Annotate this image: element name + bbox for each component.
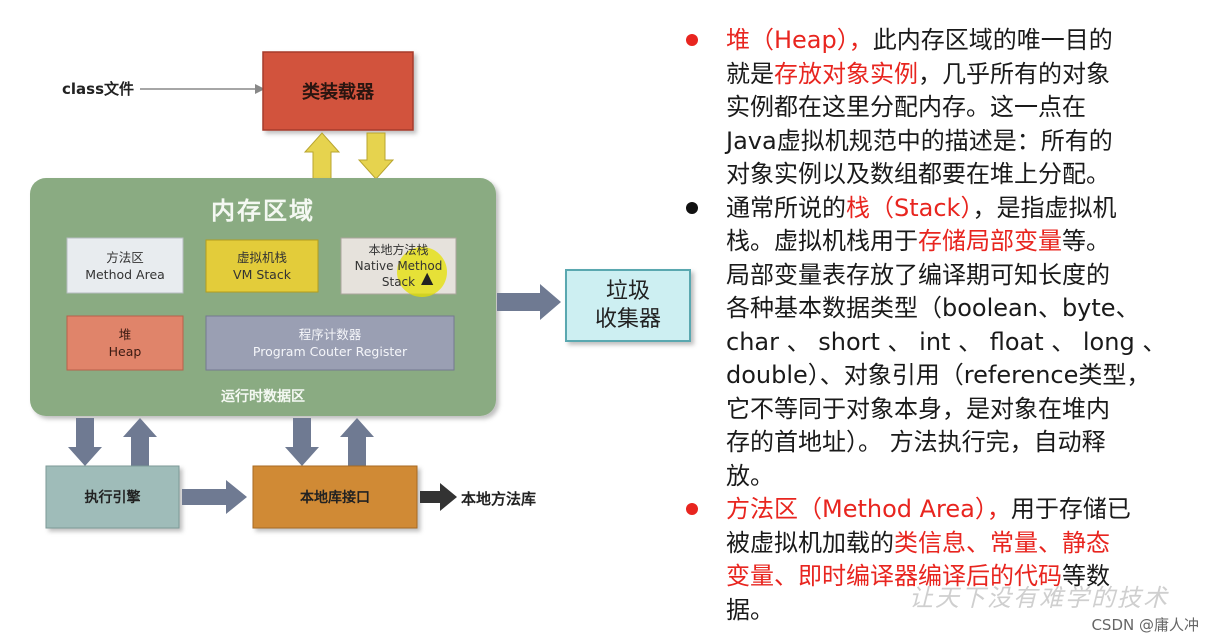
line: 被虚拟机加载的类信息、常量、静态 (726, 527, 1184, 561)
cursor-highlight (397, 247, 447, 297)
text-span: ，是指虚拟机 (972, 193, 1117, 222)
line: 通常所说的栈（Stack），是指虚拟机 (726, 192, 1184, 226)
line: 变量、即时编译器编译后的代码等数 (726, 560, 1184, 594)
bullet-heap: 堆（Heap），此内存区域的唯一目的 就是存放对象实例，几乎所有的对象 实例都在… (684, 24, 1184, 192)
runtime-data-label: 运行时数据区 (221, 389, 305, 405)
native-stack-label: 本地方法栈 Native Method Stack (341, 238, 456, 294)
stack-term: 栈（Stack） (846, 193, 973, 222)
line: Java虚拟机规范中的描述是：所有的 (726, 126, 1113, 155)
highlight-span: 存储局部变量 (918, 227, 1062, 255)
line: 栈。虚拟机栈用于存储局部变量等。 (726, 225, 1184, 259)
line: 实例都在这里分配内存。这一点在 (726, 93, 1086, 121)
watermark: 让天下没有难学的技术 (909, 584, 1169, 612)
bullet-method-area: 方法区（Method Area），用于存储已 被虚拟机加载的类信息、常量、静态 … (684, 493, 1184, 627)
memory-area-title: 内存区域 (211, 197, 315, 225)
heap-en: Heap (108, 344, 142, 359)
exec-to-iface-arrow (182, 480, 247, 514)
native-iface-label: 本地库接口 (300, 490, 370, 506)
line: 据。 (726, 595, 774, 624)
line: 各种基本数据类型（boolean、byte、 (726, 294, 1140, 322)
method-area-term: 方法区（Method Area）， (726, 495, 1011, 523)
iface-down-arrow (285, 418, 319, 466)
text-span: ，几乎所有的对象 (918, 59, 1110, 88)
text-span: 等。 (1062, 227, 1110, 255)
heap-cn: 堆 (118, 327, 132, 342)
bullet-dot-red (686, 503, 698, 515)
gc-line1: 垃圾 (605, 278, 650, 304)
line: 它不等同于对象本身，是对象在堆内 (726, 394, 1110, 423)
gc-box (565, 269, 691, 342)
line: char 、 short 、 int 、 float 、 long 、 (726, 327, 1167, 356)
bullet-dot-black (686, 201, 698, 214)
text-span: 用于存储已 (1010, 495, 1131, 523)
line: 存的首地址）。 方法执行完，自动释 (726, 428, 1106, 456)
text-span: 通常所说的 (726, 193, 846, 222)
pc-register-label: 程序计数器 Program Couter Register (206, 316, 454, 370)
native-stack-en2: Stack (381, 275, 416, 289)
exec-engine-box (45, 465, 180, 529)
iface-to-lib-arrow (420, 483, 457, 511)
method-area-cn: 方法区 (106, 249, 144, 265)
vm-stack-cn: 虚拟机栈 (236, 250, 287, 265)
line: 对象实例以及数组都要在堆上分配。 (726, 160, 1110, 188)
text-span: 栈。虚拟机栈用于 (726, 227, 918, 255)
class-file-label: class文件 (62, 80, 135, 98)
native-iface-box (252, 465, 418, 529)
exec-down-arrow (68, 418, 102, 466)
text-span: 等数 (1062, 562, 1110, 590)
text-span: 此内存区域的唯一目的 (872, 26, 1113, 54)
heap-label: 堆 Heap (67, 316, 183, 370)
line: 局部变量表存放了编译期可知长度的 (726, 260, 1110, 289)
method-area-box (66, 237, 184, 294)
vm-stack-box (205, 239, 319, 293)
description-panel: 堆（Heap），此内存区域的唯一目的 就是存放对象实例，几乎所有的对象 实例都在… (684, 24, 1184, 627)
csdn-credit: CSDN @庸人冲 (1091, 616, 1199, 634)
load-up-arrow (303, 132, 341, 181)
load-down-arrow (357, 132, 395, 180)
bullet-dot-red (686, 34, 698, 46)
pc-register-box (205, 315, 455, 371)
text-span: 被虚拟机加载的 (726, 528, 894, 557)
line: double）、对象引用（reference类型， (726, 361, 1151, 389)
iface-up-arrow (340, 418, 374, 466)
exec-engine-label: 执行引擎 (84, 490, 141, 506)
highlight-span: 存放对象实例 (774, 59, 918, 88)
gc-line2: 收集器 (594, 306, 661, 332)
vm-stack-label: 虚拟机栈 VM Stack (206, 240, 318, 292)
line: 放。 (726, 461, 774, 490)
heap-term: 堆（Heap）， (726, 26, 873, 54)
native-stack-en1: Native Method (354, 259, 443, 273)
pc-register-en: Program Couter Register (252, 344, 408, 359)
method-area-en: Method Area (85, 266, 165, 282)
gc-arrow (497, 284, 561, 320)
text-span: 就是 (726, 59, 774, 88)
method-area-label: 方法区 Method Area (67, 238, 183, 293)
exec-up-arrow (123, 418, 157, 466)
pc-register-cn: 程序计数器 (298, 327, 362, 342)
class-loader-box (262, 51, 414, 131)
line: 方法区（Method Area），用于存储已 (726, 493, 1184, 527)
bullet-stack: 通常所说的栈（Stack），是指虚拟机 栈。虚拟机栈用于存储局部变量等。 局部变… (684, 192, 1184, 494)
mouse-cursor-icon: ▲ (421, 268, 434, 287)
gc-label: 垃圾 收集器 (566, 270, 690, 341)
highlight-span: 变量、即时编译器编译后的代码 (726, 562, 1062, 590)
line: 就是存放对象实例，几乎所有的对象 (726, 58, 1184, 92)
highlight-span: 类信息、常量、静态 (894, 528, 1110, 557)
native-stack-cn: 本地方法栈 (368, 243, 429, 257)
vm-stack-en: VM Stack (233, 267, 291, 282)
native-lib-label: 本地方法库 (461, 490, 537, 508)
heap-box (66, 315, 184, 371)
class-loader-label: 类装载器 (302, 82, 374, 103)
line: 堆（Heap），此内存区域的唯一目的 (726, 24, 1184, 58)
